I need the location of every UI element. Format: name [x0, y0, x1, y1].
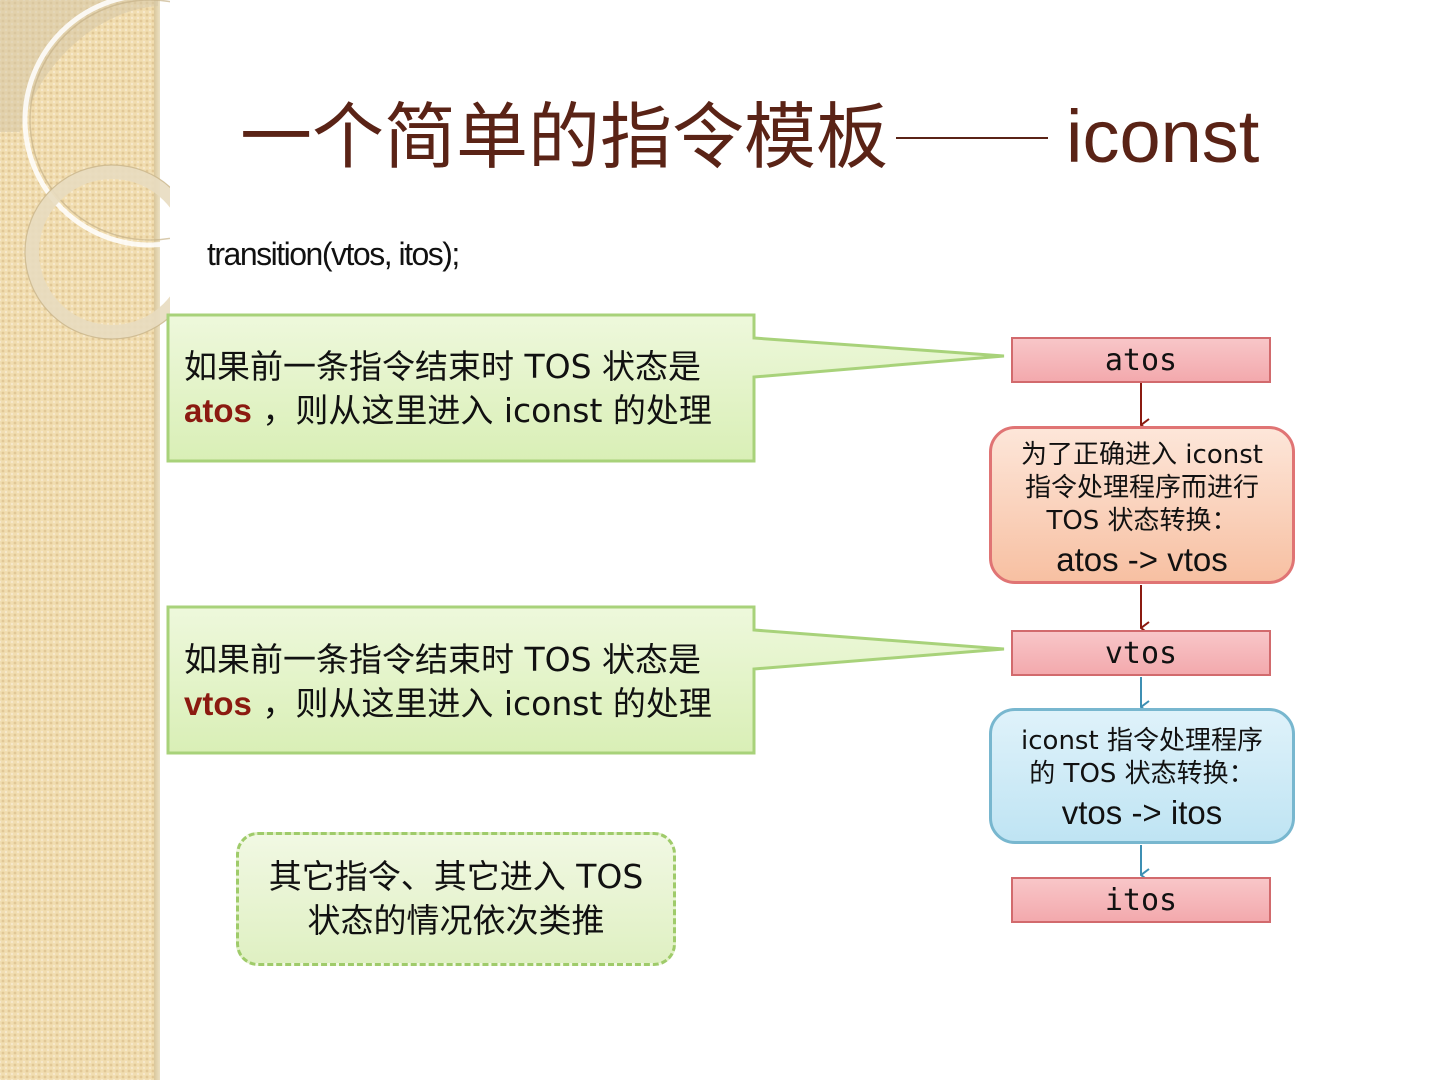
note-box: 其它指令、其它进入 TOS 状态的情况依次类推	[236, 832, 676, 966]
state-box-atos: atos	[1011, 337, 1271, 383]
side-band-edge	[154, 0, 160, 1080]
title-chinese: 一个简单的指令模板	[240, 95, 889, 179]
callout-vtos-rest: ，则从这里进入 iconst 的处理	[251, 684, 712, 723]
callout-atos-line1: 如果前一条指令结束时 TOS 状态是	[184, 347, 702, 386]
decorative-rings	[0, 0, 170, 340]
proc2-transition: vtos -> itos	[1061, 794, 1223, 831]
callout-atos-shape	[166, 313, 1005, 463]
callout-vtos-line2: vtos ，则从这里进入 iconst 的处理	[184, 682, 712, 726]
slide-title: 一个简单的指令模板 iconst	[240, 92, 1259, 182]
callout-atos-rest: ，则从这里进入 iconst 的处理	[251, 391, 712, 430]
state-box-itos: itos	[1011, 877, 1271, 923]
callout-vtos-line1: 如果前一条指令结束时 TOS 状态是	[184, 640, 702, 679]
callout-vtos-state: vtos	[184, 685, 252, 722]
proc2-line1: iconst 指令处理程序	[1021, 726, 1263, 756]
callout-vtos-shape	[166, 605, 1005, 755]
note-line2: 状态的情况依次类推	[307, 901, 605, 940]
callout-atos-state: atos	[184, 392, 252, 429]
code-transition: transition(vtos, itos);	[207, 236, 460, 272]
state-box-vtos: vtos	[1011, 630, 1271, 676]
title-dash	[896, 137, 1049, 140]
process-box-vtos-to-itos: iconst 指令处理程序 的 TOS 状态转换： vtos -> itos	[989, 708, 1295, 844]
callout-vtos-text: 如果前一条指令结束时 TOS 状态是 vtos ，则从这里进入 iconst 的…	[184, 638, 712, 726]
proc2-line2: 的 TOS 状态转换：	[1029, 759, 1255, 789]
proc1-transition: atos -> vtos	[1056, 541, 1228, 578]
callout-atos-line2: atos ，则从这里进入 iconst 的处理	[184, 389, 712, 433]
callout-atos-text: 如果前一条指令结束时 TOS 状态是 atos ，则从这里进入 iconst 的…	[184, 345, 712, 433]
title-english: iconst	[1066, 95, 1260, 178]
proc1-line2: 指令处理程序而进行	[1024, 473, 1259, 503]
note-line1: 其它指令、其它进入 TOS	[268, 857, 644, 896]
process-box-atos-to-vtos: 为了正确进入 iconst 指令处理程序而进行 TOS 状态转换： atos -…	[989, 426, 1295, 584]
proc1-line1: 为了正确进入 iconst	[1021, 440, 1263, 470]
proc1-line3: TOS 状态转换：	[1046, 506, 1238, 536]
